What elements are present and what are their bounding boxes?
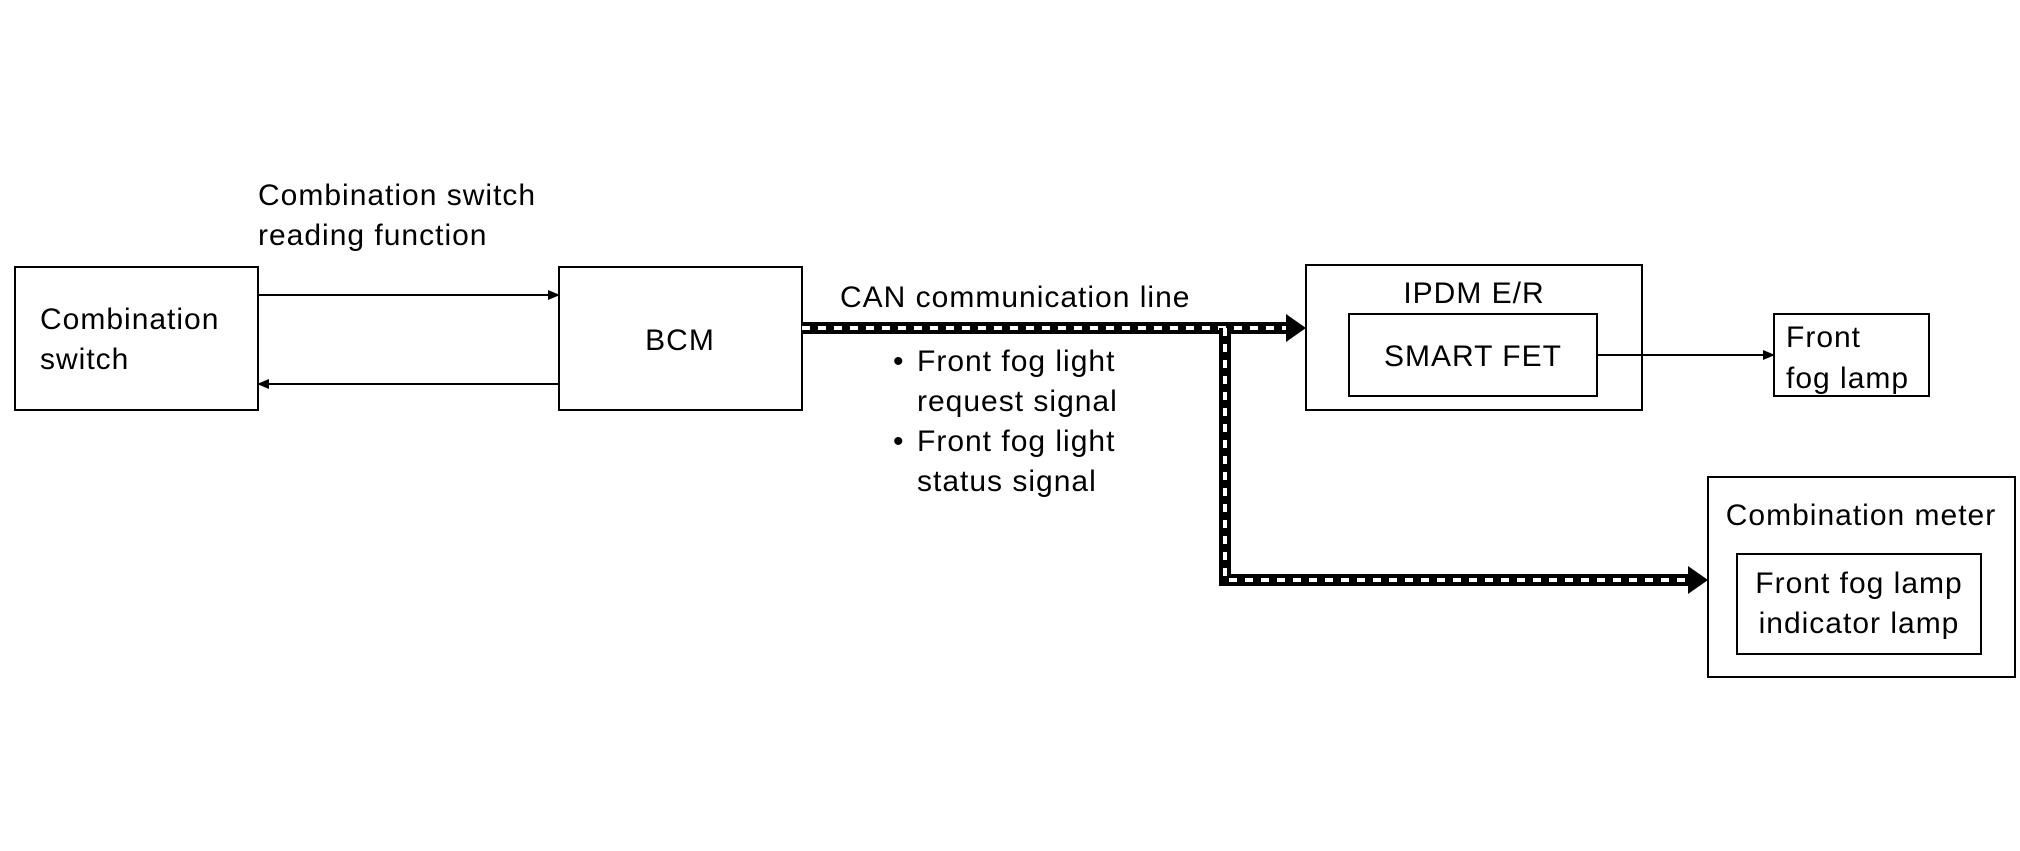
reading-function-label-line1: Combination switch (258, 179, 536, 212)
front-fog-lamp-box: Front fog lamp (1773, 313, 1930, 397)
can-line-label: CAN communication line (840, 281, 1190, 314)
smart-fet-box: SMART FET (1348, 313, 1598, 397)
signal-bullet-2: • (893, 425, 905, 458)
can-bus-line (802, 314, 1708, 594)
indicator-lamp-label-line2: indicator lamp (1759, 607, 1960, 640)
signal-status-line1: Front fog light (917, 425, 1115, 458)
can-arrowhead-meter (1688, 566, 1708, 594)
combination-switch-label-line2: switch (40, 343, 129, 376)
combination-meter-label: Combination meter (1726, 499, 1996, 532)
can-arrowhead-ipdm (1286, 314, 1306, 342)
signal-request-line2: request signal (917, 385, 1118, 418)
reading-function-label-line2: reading function (258, 219, 488, 252)
bcm-box: BCM (558, 266, 803, 411)
bcm-label: BCM (645, 324, 715, 357)
ipdm-label: IPDM E/R (1403, 277, 1544, 310)
signal-request-line1: Front fog light (917, 345, 1115, 378)
front-fog-lamp-label-line1: Front (1786, 321, 1861, 354)
combination-switch-box: Combination switch (14, 266, 259, 411)
indicator-lamp-box: Front fog lamp indicator lamp (1736, 553, 1982, 655)
front-fog-lamp-label-line2: fog lamp (1786, 362, 1909, 395)
combination-switch-label-line1: Combination (40, 303, 219, 336)
signal-status-line2: status signal (917, 465, 1097, 498)
indicator-lamp-label-line1: Front fog lamp (1755, 567, 1962, 600)
smart-fet-label: SMART FET (1384, 340, 1562, 373)
signal-bullet-1: • (893, 345, 905, 378)
